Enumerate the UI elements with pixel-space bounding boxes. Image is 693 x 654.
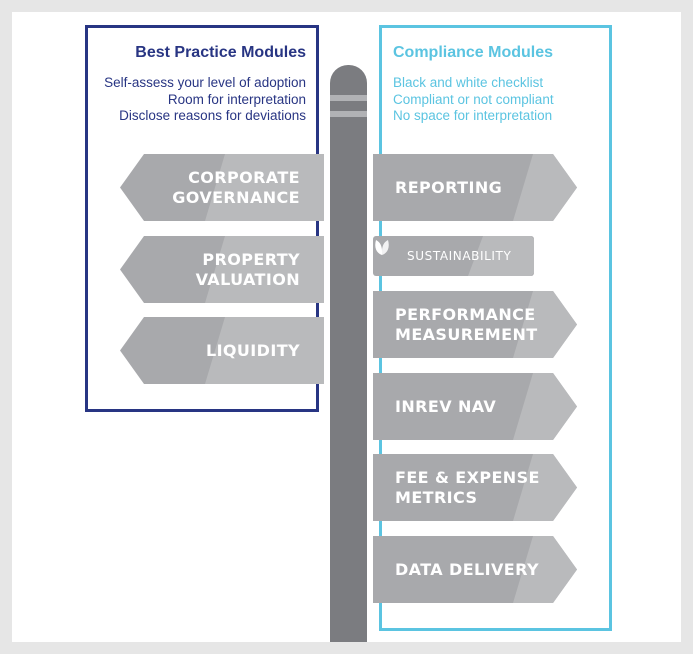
sign-shape	[373, 236, 534, 276]
leaf-icon	[375, 240, 389, 255]
sign-shape	[373, 373, 577, 440]
sign-label-line: CORPORATE	[188, 167, 300, 187]
sign-label-line: DATA DELIVERY	[395, 559, 539, 579]
sign-shape	[373, 454, 577, 521]
sign-label-line: LIQUIDITY	[205, 340, 300, 360]
sign-label: INREV NAV	[395, 373, 496, 440]
sign-label-line: METRICS	[395, 487, 478, 507]
sign-label-line: INREV NAV	[395, 396, 497, 416]
compliance-line: Compliant or not compliant	[393, 91, 554, 107]
best-practice-title: Best Practice Modules	[135, 44, 306, 61]
pole-band	[330, 95, 367, 101]
sign-label: DATA DELIVERY	[395, 536, 539, 603]
compliance-line: No space for interpretation	[393, 108, 553, 123]
sign-label-line: FEE & EXPENSE	[395, 467, 540, 487]
sign-label-line: PROPERTY	[202, 249, 300, 269]
compliance-description: Black and white checklist Compliant or n…	[393, 75, 554, 125]
sign-property-valuation: PROPERTY VALUATION	[120, 236, 324, 303]
sign-shape	[373, 291, 577, 358]
sign-label: PERFORMANCE MEASUREMENT	[395, 291, 538, 358]
compliance-line: Black and white checklist	[393, 75, 544, 90]
sign-shape	[120, 154, 324, 221]
sign-label-line: SUSTAINABILITY	[407, 249, 512, 263]
diagram-canvas: Best Practice Modules Self-assess your l…	[12, 12, 681, 642]
sign-shape	[373, 154, 577, 221]
pole-band	[330, 111, 367, 117]
sign-label: PROPERTY VALUATION	[196, 236, 300, 303]
sign-liquidity: LIQUIDITY	[120, 317, 324, 384]
best-practice-description: Self-assess your level of adoption Room …	[104, 75, 306, 125]
sign-performance-measurement: PERFORMANCE MEASUREMENT	[373, 291, 577, 358]
sign-corporate-governance: CORPORATE GOVERNANCE	[120, 154, 324, 221]
sign-label: FEE & EXPENSE METRICS	[395, 454, 540, 521]
sign-label-line: REPORTING	[395, 177, 503, 197]
sign-fee-expense-metrics: FEE & EXPENSE METRICS	[373, 454, 577, 521]
sign-label-line: PERFORMANCE	[395, 304, 536, 324]
sign-label: CORPORATE GOVERNANCE	[172, 154, 300, 221]
sign-label-line: VALUATION	[195, 269, 300, 289]
sign-shape	[373, 536, 577, 603]
sign-reporting: REPORTING	[373, 154, 577, 221]
best-practice-line: Self-assess your level of adoption	[104, 75, 306, 90]
sign-shape	[120, 236, 324, 303]
compliance-title: Compliance Modules	[393, 44, 554, 61]
best-practice-line: Room for interpretation	[167, 91, 306, 107]
sign-label-line: MEASUREMENT	[395, 324, 538, 344]
sign-label: REPORTING	[395, 154, 502, 221]
sign-label-line: GOVERNANCE	[172, 187, 300, 207]
sign-data-delivery: DATA DELIVERY	[373, 536, 577, 603]
sign-label: LIQUIDITY	[206, 317, 300, 384]
signpost-pole	[330, 65, 367, 642]
sign-inrev-nav: INREV NAV	[373, 373, 577, 440]
sign-label: SUSTAINABILITY	[407, 236, 511, 276]
best-practice-line: Disclose reasons for deviations	[119, 108, 306, 123]
sign-sustainability: SUSTAINABILITY	[373, 236, 534, 276]
sign-shape	[120, 317, 324, 384]
